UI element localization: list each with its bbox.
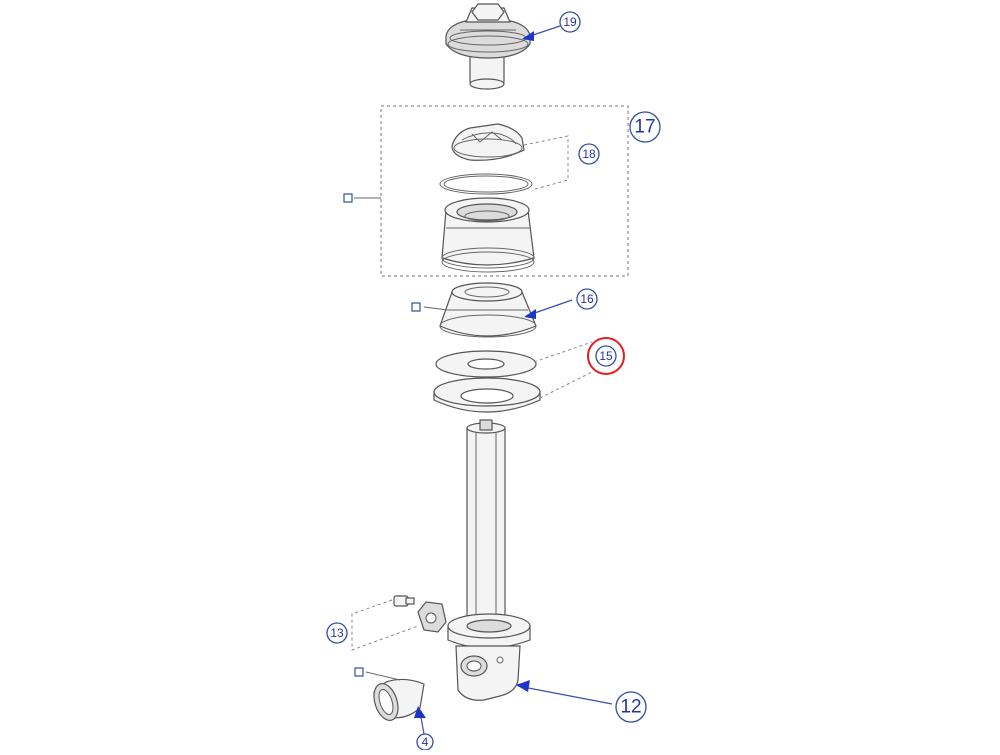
- callout-12-label: 12: [620, 697, 641, 718]
- callout-13[interactable]: 13: [326, 622, 348, 644]
- callout-17-label: 17: [634, 117, 655, 138]
- part-13-nut-block[interactable]: [417, 601, 447, 633]
- callout-15[interactable]: 15: [587, 337, 625, 375]
- callout-12[interactable]: 12: [615, 691, 647, 723]
- part-12-fork-crown[interactable]: [447, 613, 531, 701]
- note-square: [354, 667, 364, 677]
- assembly-17-group-box: [380, 105, 629, 277]
- callout-15-label: 15: [599, 349, 613, 363]
- part-18-upper-crown[interactable]: [451, 123, 525, 161]
- callout-18[interactable]: 18: [578, 143, 600, 165]
- part-4-bushing[interactable]: [370, 678, 425, 723]
- callout-16-label: 16: [580, 292, 594, 306]
- callout-19[interactable]: 19: [559, 11, 581, 33]
- callout-18-label: 18: [582, 147, 596, 161]
- callout-19-label: 19: [563, 15, 577, 29]
- part-15-bearing-ring[interactable]: [433, 377, 541, 413]
- callout-4[interactable]: 4: [416, 733, 434, 751]
- part-16-cone-race[interactable]: [439, 282, 537, 338]
- part-18-ring[interactable]: [439, 173, 533, 195]
- callout-17[interactable]: 17: [629, 111, 661, 143]
- part-15-flat-washer[interactable]: [435, 350, 537, 378]
- part-13-bolt[interactable]: [393, 595, 415, 607]
- note-square: [343, 193, 353, 203]
- steerer-tube[interactable]: [466, 419, 506, 625]
- part-17-cup-housing[interactable]: [441, 197, 535, 273]
- note-square: [411, 302, 421, 312]
- callout-16[interactable]: 16: [576, 288, 598, 310]
- callout-4-label: 4: [422, 735, 429, 749]
- callout-13-label: 13: [330, 626, 344, 640]
- part-19-cap-assembly[interactable]: [445, 3, 531, 90]
